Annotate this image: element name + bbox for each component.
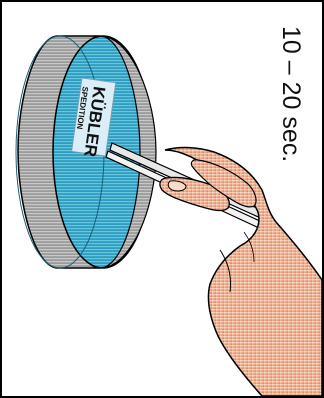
hand — [160, 148, 322, 396]
duration-caption: 10 – 20 sec. — [277, 26, 305, 162]
